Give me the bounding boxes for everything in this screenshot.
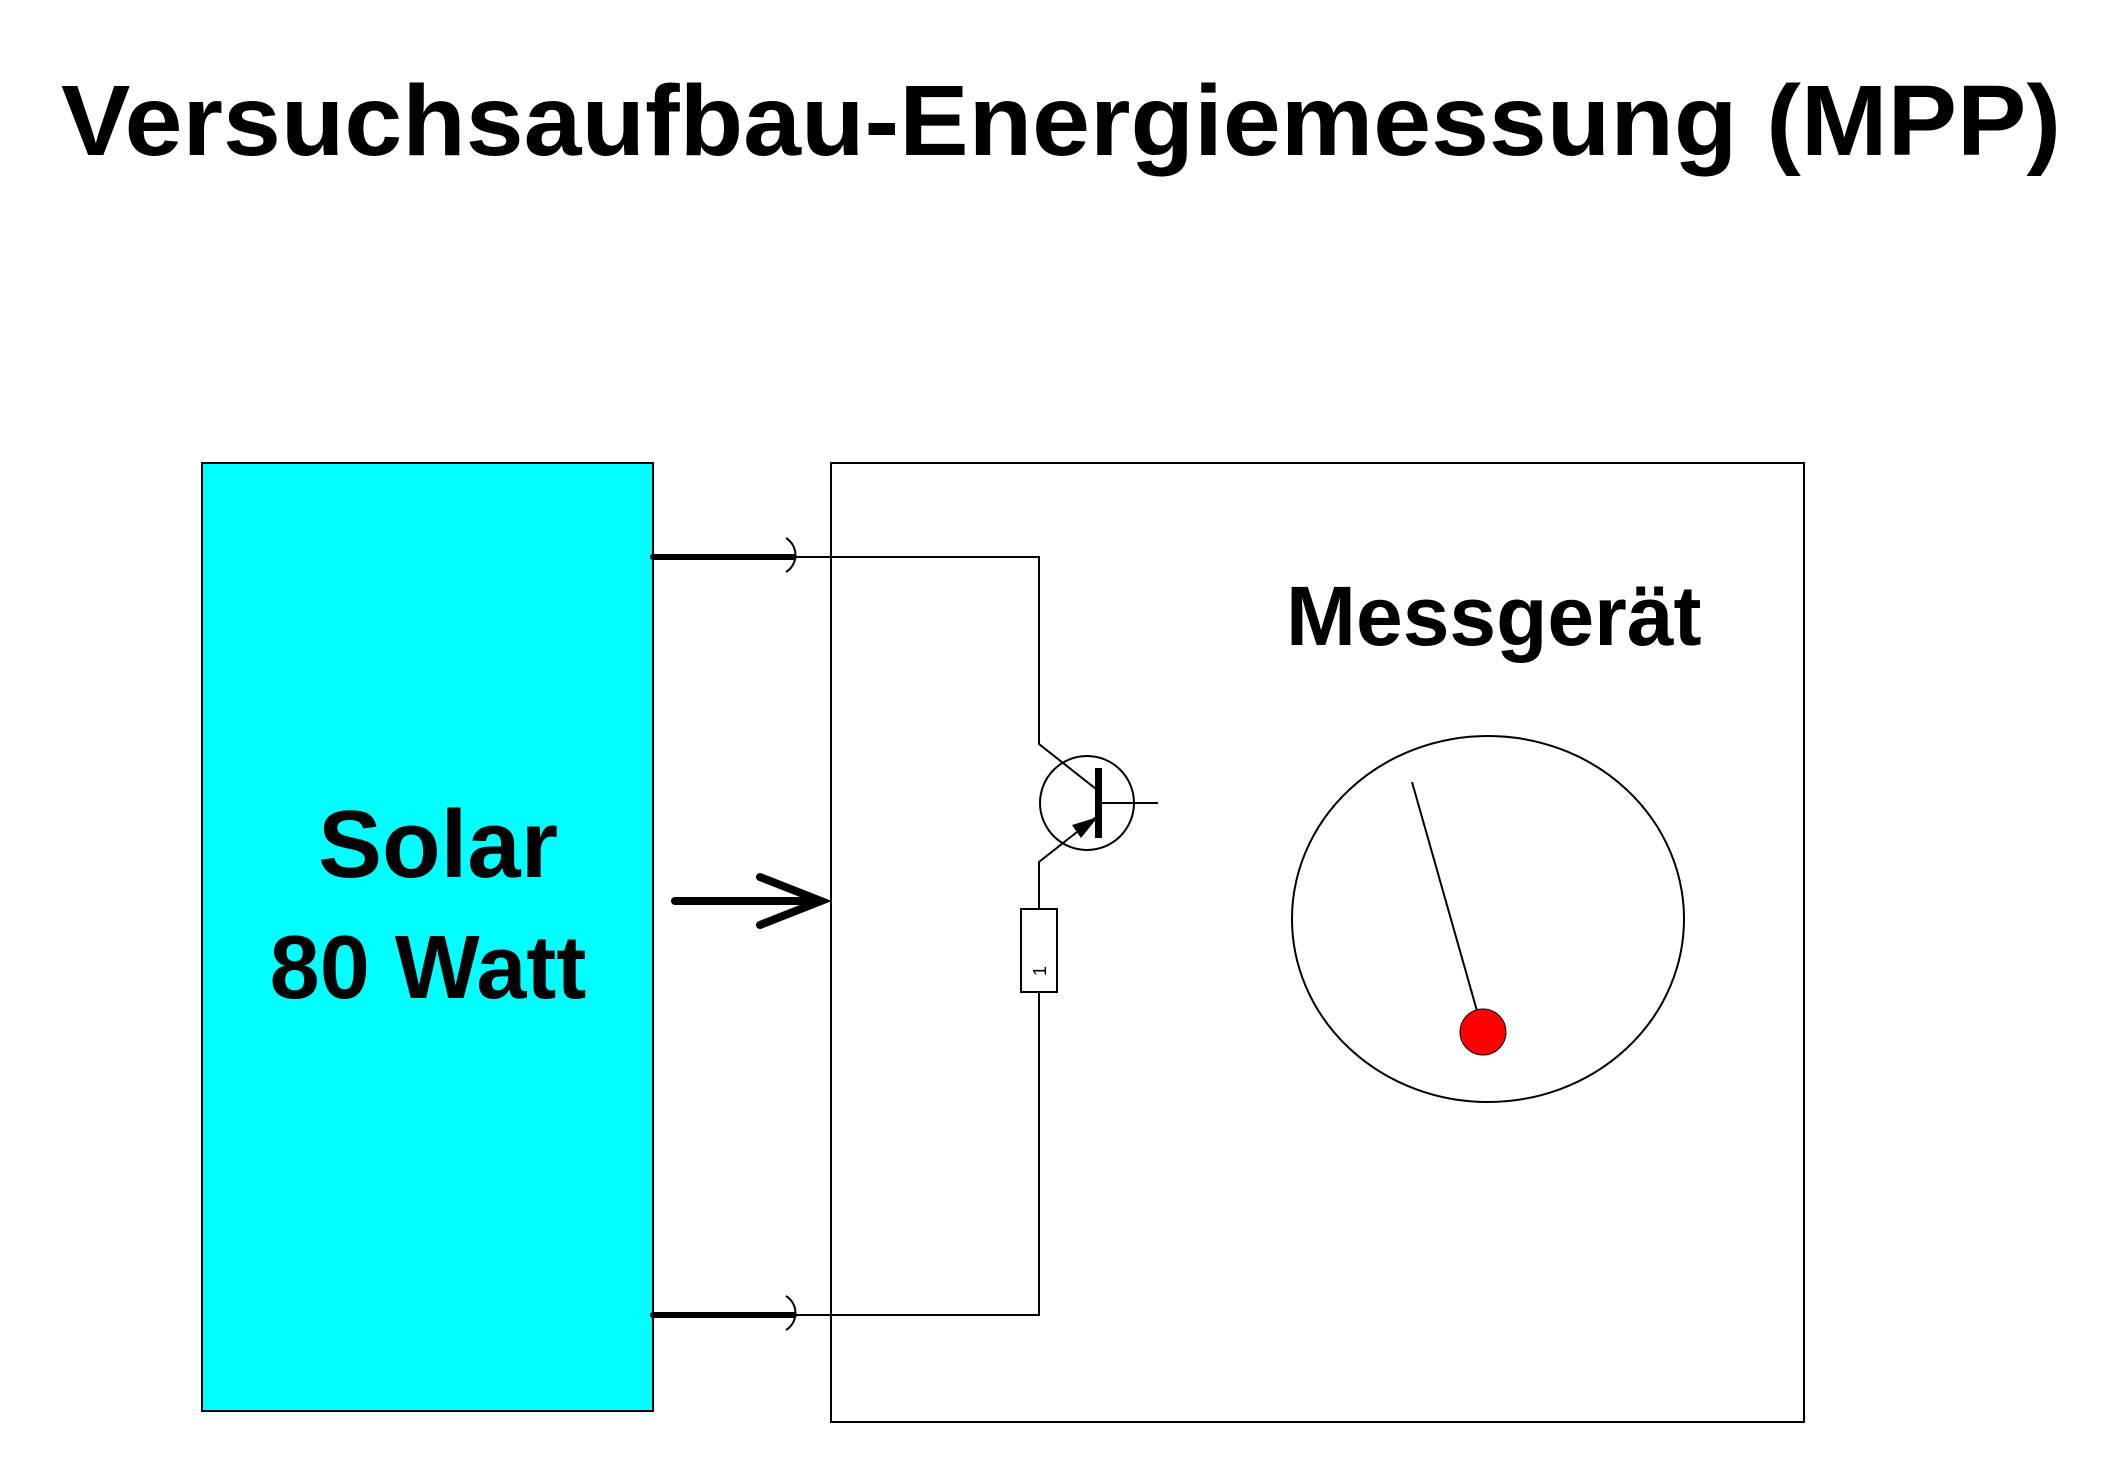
arrow-icon: [671, 873, 832, 929]
meter-label: Messgerät: [1286, 569, 1702, 663]
top-connector-icon: [785, 537, 797, 573]
gauge-needle: [1411, 781, 1484, 1033]
solar-label: Solar: [318, 791, 558, 898]
solar-panel: [201, 462, 654, 1412]
resistor-label: 1: [1030, 966, 1050, 976]
gauge-icon: [1291, 735, 1685, 1103]
solar-power-label: 80 Watt: [270, 918, 587, 1018]
meter-box: [830, 462, 1805, 1423]
bottom-connector-icon: [785, 1295, 797, 1331]
diagram-title: Versuchsaufbau-Energiemessung (MPP): [61, 65, 2061, 177]
resistor-icon: [1020, 908, 1058, 993]
gauge-pivot: [1459, 1008, 1507, 1056]
transistor-icon: [1039, 755, 1158, 851]
